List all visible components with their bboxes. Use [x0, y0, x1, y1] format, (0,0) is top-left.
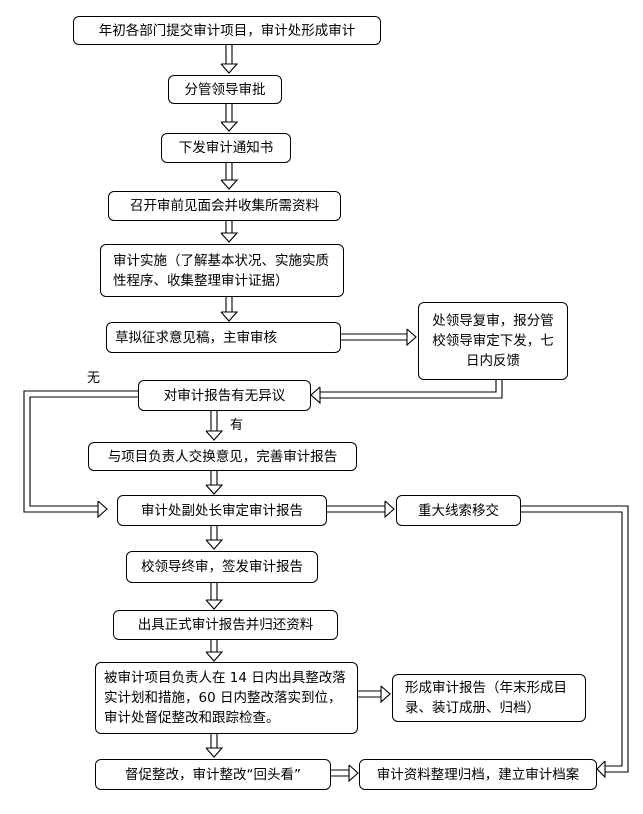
arrow-n9b-n13b	[521, 505, 629, 779]
arrow-n11-n12	[205, 640, 224, 662]
node-draft-opinion: 草拟征求意见稿，主审审核	[106, 322, 341, 353]
arrow-n8-n9	[205, 471, 224, 495]
node-audit-implementation: 审计实施（了解基本状况、实施实质性程序、收集整理审计证据）	[100, 244, 344, 297]
node-submit-projects: 年初各部门提交审计项目，审计处形成审计	[73, 16, 381, 45]
arrow-n7-n9-no	[23, 390, 138, 519]
arrow-n12-n12b	[358, 685, 391, 704]
node-director-review: 处领导复审，报分管校领导审定下发，七日内反馈	[418, 302, 568, 380]
arrow-n12-n13	[205, 734, 224, 758]
arrow-n6-n6b	[341, 328, 417, 347]
node-objection-decision: 对审计报告有无异议	[138, 380, 311, 411]
node-issue-notice: 下发审计通知书	[161, 133, 291, 163]
label-yes: 有	[230, 418, 244, 433]
arrow-n7-n8	[205, 411, 224, 441]
node-pre-audit-meeting: 召开审前见面会并收集所需资料	[108, 191, 341, 221]
node-formal-report: 出具正式审计报告并归还资料	[113, 610, 338, 640]
node-archive-materials: 审计资料整理归档，建立审计档案	[359, 759, 597, 790]
node-deputy-review: 审计处副处长审定审计报告	[117, 495, 327, 526]
node-exchange-opinions: 与项目负责人交换意见，完善审计报告	[88, 442, 357, 471]
arrow-n5-n6	[220, 297, 239, 322]
arrow-n1-n2	[220, 45, 239, 74]
node-supervise-rectification: 督促整改，审计整改“回头看”	[95, 759, 331, 790]
arrow-n9-n10	[205, 526, 224, 550]
arrow-n3-n4	[220, 163, 239, 190]
arrow-n13-n13b	[331, 764, 359, 783]
node-final-review: 校领导终审，签发审计报告	[126, 551, 318, 583]
arrow-n4-n5	[220, 221, 239, 243]
arrow-n10-n11	[205, 583, 224, 610]
node-major-clues-transfer: 重大线索移交	[396, 495, 521, 526]
arrow-n9-n9b	[327, 500, 395, 519]
arrow-n2-n3	[220, 104, 239, 132]
label-no: 无	[87, 371, 101, 386]
arrow-n6b-n7	[310, 380, 503, 405]
node-leader-approval: 分管领导审批	[168, 75, 282, 104]
node-rectification-plan: 被审计项目负责人在 14 日内出具整改落实计划和措施，60 日内整改落实到位，审…	[95, 662, 358, 734]
node-form-report-archive: 形成审计报告（年末形成目录、装订成册、归档）	[392, 674, 586, 722]
